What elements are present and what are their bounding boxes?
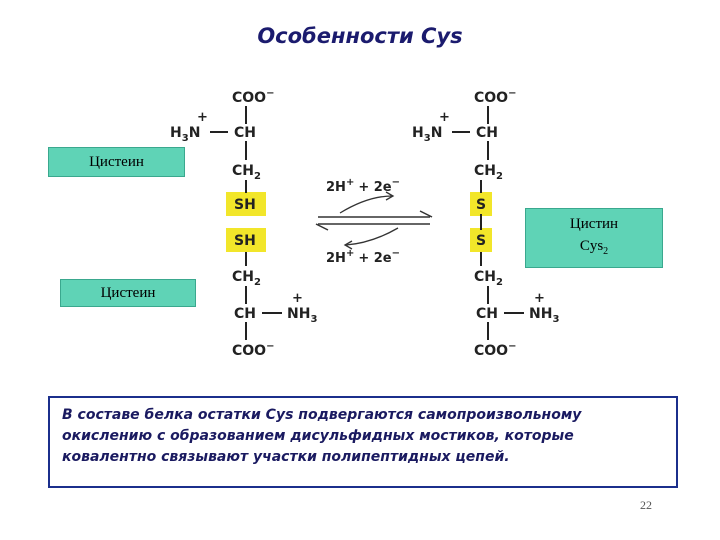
label-cystine-text: Цистин [569,216,619,232]
label-cysteine-bottom: Цистеин [60,279,196,307]
right-sulfur-1: S [476,197,486,213]
explanation-note: В составе белка остатки Cys подвергаются… [48,396,678,488]
reaction-top: 2H++ 2e− [326,177,400,195]
right-amine-2-charge: + [534,291,545,306]
left-thiol-2: SH [234,233,256,249]
left-bottom-carboxyl: COO− [232,341,274,359]
label-cysteine-bottom-text: Цистеин [100,284,156,301]
left-methylene: CH2 [232,163,261,182]
right-top-carboxyl: COO− [474,88,516,106]
reduced-structure: COO− + H3N CH CH2 SH SH CH2 CH + NH3 COO… [170,88,317,359]
right-alpha-carbon-2: CH [476,306,498,322]
left-amine-charge: + [197,110,208,125]
top-curved-arrow [339,195,393,214]
right-amine: H3N [412,125,442,144]
left-top-carboxyl: COO− [232,88,274,106]
sulfur-1-highlight [470,192,492,216]
right-methylene-2: CH2 [474,269,503,288]
right-amine-charge: + [439,110,450,125]
left-methylene-2: CH2 [232,269,261,288]
label-cysteine-top: Цистеин [48,147,185,177]
right-bottom-carboxyl: COO− [474,341,516,359]
left-alpha-carbon: CH [234,125,256,141]
reaction-bottom: 2H++ 2e− [326,248,400,266]
reverse-arrow-head [315,223,329,231]
left-amine: H3N [170,125,200,144]
bottom-curved-arrow [345,227,399,246]
left-alpha-carbon-2: CH [234,306,256,322]
right-sulfur-2: S [476,233,486,249]
oxidized-structure: COO− + H3N CH CH2 S S CH2 CH + NH3 COO− [412,88,559,359]
right-alpha-carbon: CH [476,125,498,141]
bottom-curved-arrowhead [343,240,353,250]
sulfur-2-highlight [470,228,492,252]
top-curved-arrowhead [385,191,395,201]
page-number: 22 [640,498,652,512]
thiol-1-highlight [226,192,266,216]
label-cystine: Цистин Cys2 [525,208,663,268]
label-cystine-symbol: Cys2 [579,238,609,257]
forward-arrow-head [419,210,433,218]
left-amine-2-charge: + [292,291,303,306]
label-cysteine-top-text: Цистеин [89,153,144,170]
left-amine-2: NH3 [287,306,317,325]
right-amine-2: NH3 [529,306,559,325]
reaction-arrows: 2H++ 2e− 2H++ 2e− [315,177,433,266]
right-methylene: CH2 [474,163,503,182]
thiol-2-highlight [226,228,266,252]
page-title: Особенности Cys [257,24,463,48]
left-thiol-1: SH [234,197,256,213]
